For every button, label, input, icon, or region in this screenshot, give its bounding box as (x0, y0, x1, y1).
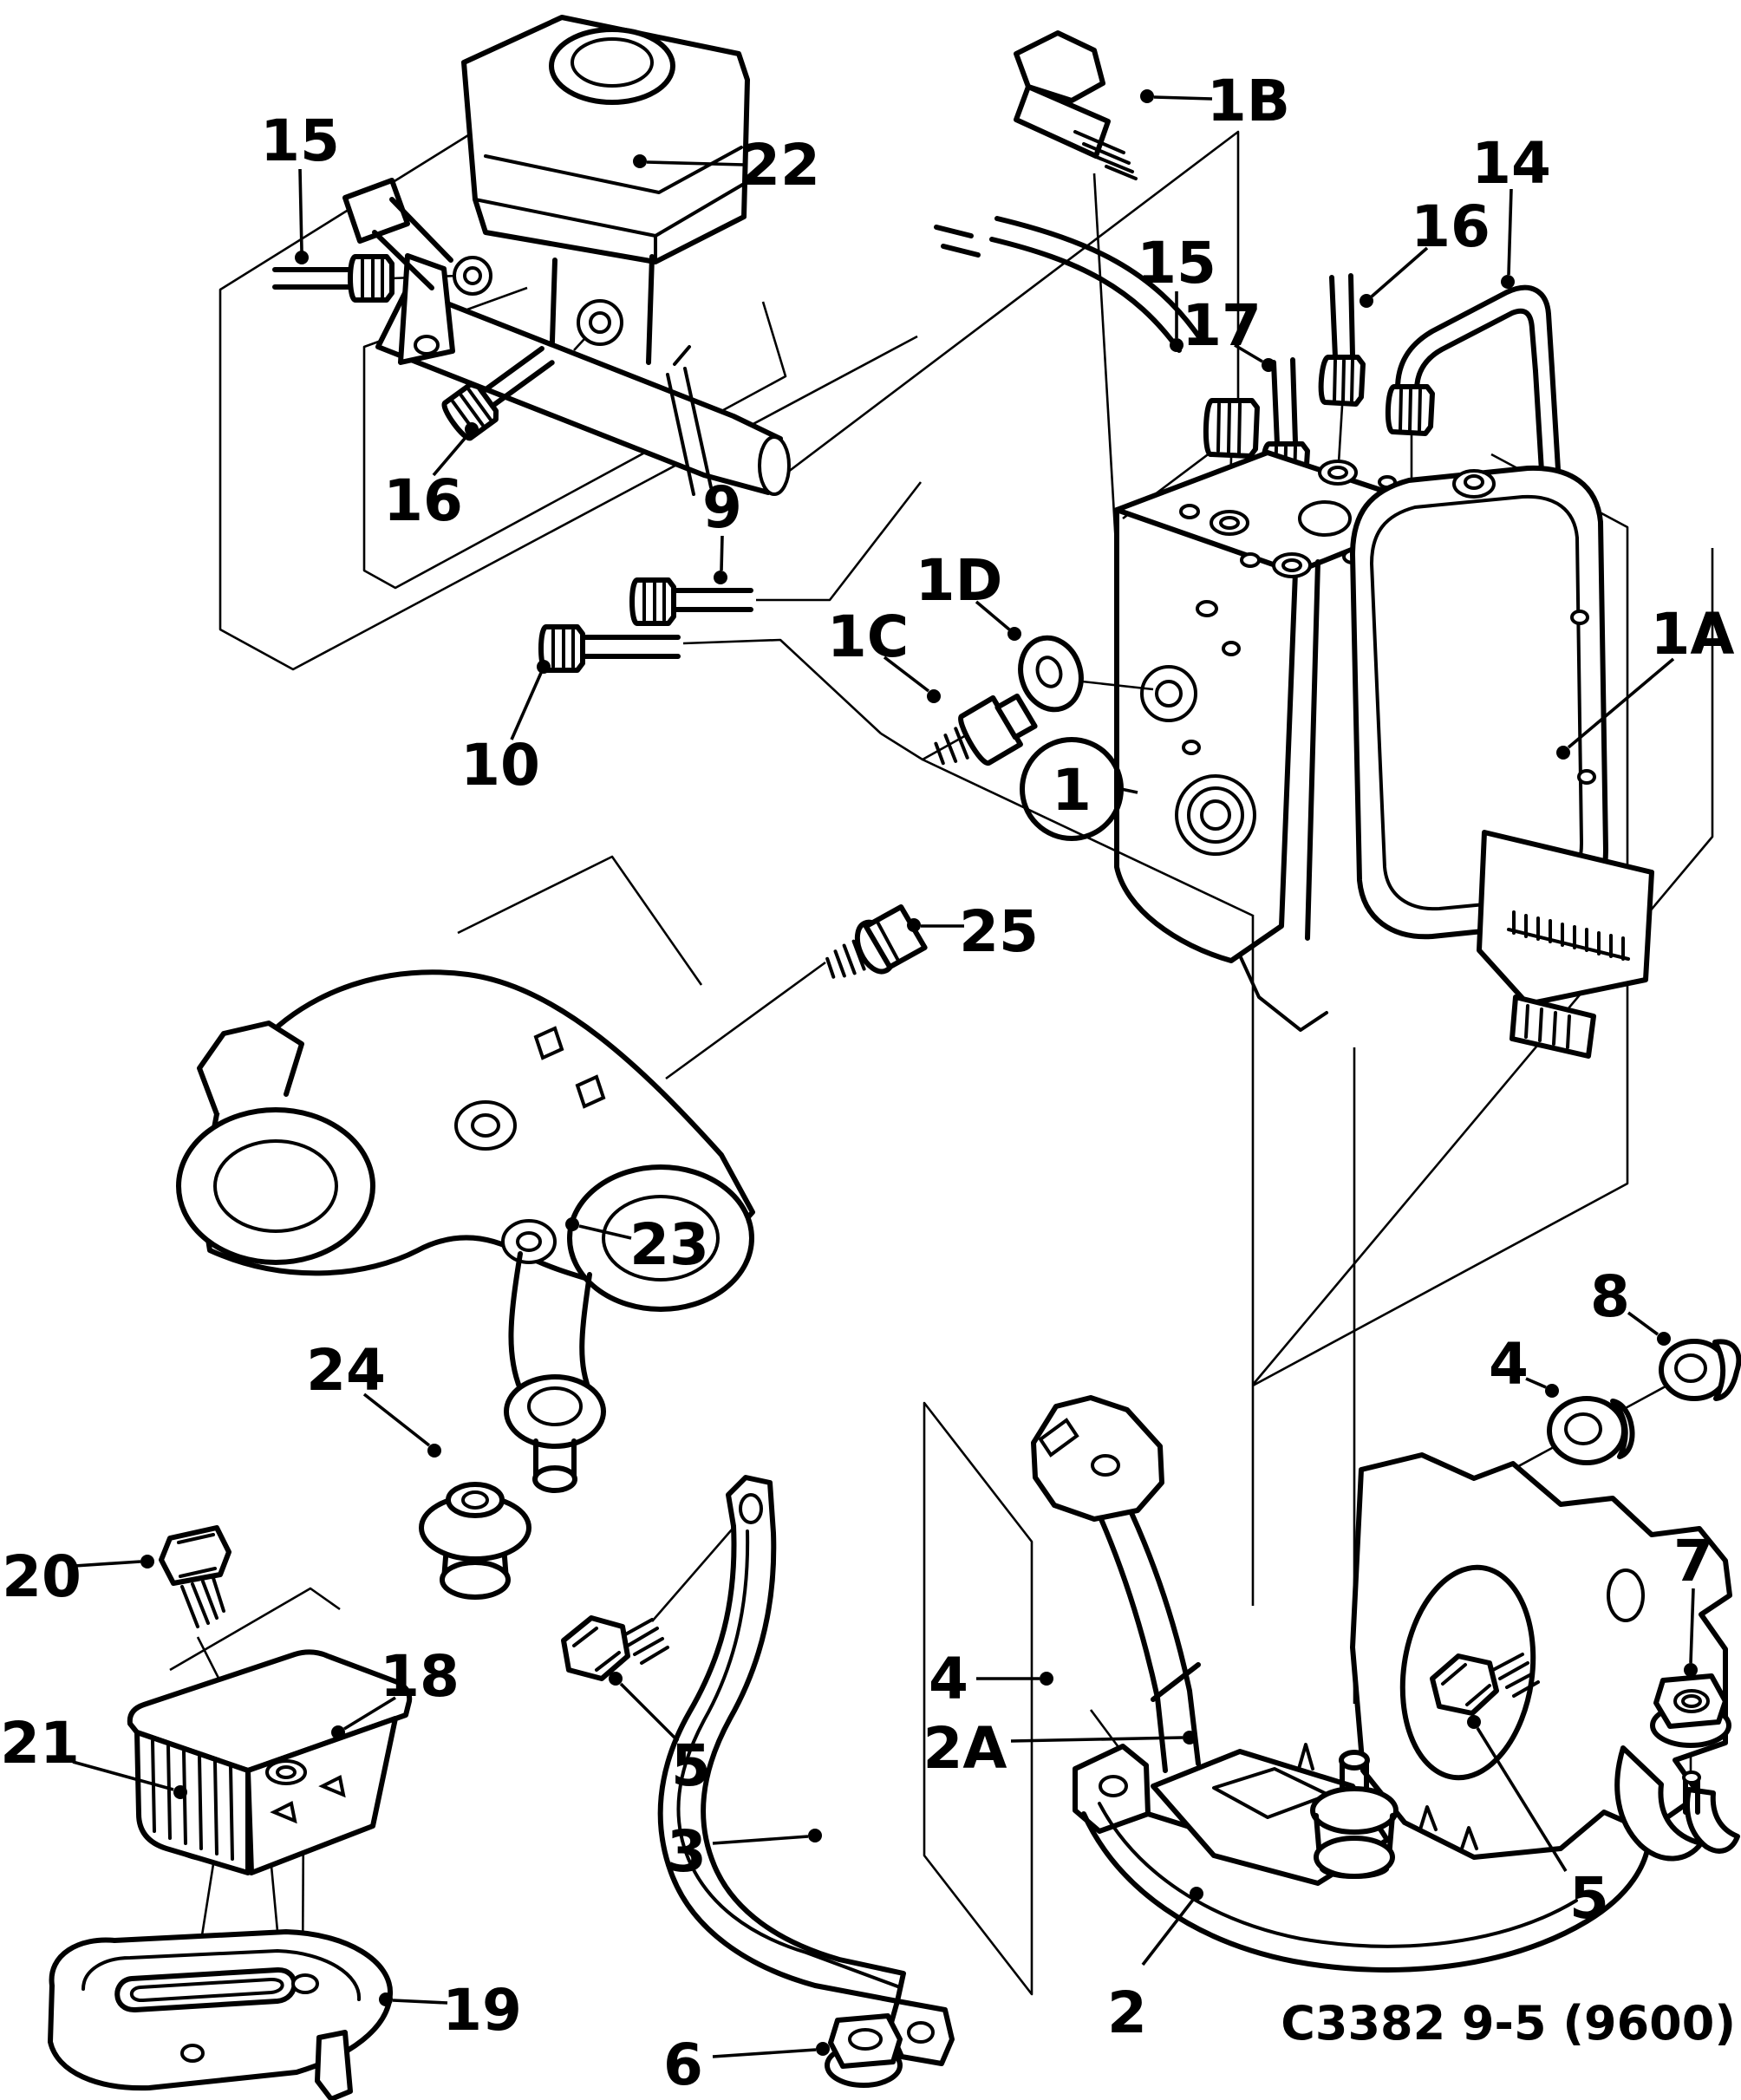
callout-label: 16 (383, 467, 463, 534)
callout-label: 15 (1137, 230, 1216, 297)
figure-caption: C3382 9-5 (9600) (1281, 1996, 1736, 2051)
callout-19: 19 (379, 1977, 522, 2044)
callout-10: 10 (460, 660, 551, 799)
callout-1-circled: 1 (1020, 737, 1138, 841)
callout-label: 8 (1590, 1263, 1630, 1330)
master-cylinder (342, 15, 791, 496)
callout-20: 20 (2, 1543, 154, 1610)
callout-label: 3 (667, 1818, 707, 1885)
callout-label: 22 (740, 132, 820, 199)
callout-label: 4 (1489, 1331, 1529, 1398)
nut-6 (825, 2013, 903, 2088)
callout-label: 19 (442, 1977, 522, 2044)
callout-4-bracket: 4 (929, 1646, 1053, 1712)
callout-24: 24 (306, 1337, 441, 1458)
bracket-23 (176, 969, 755, 1493)
screw-1c (934, 693, 1038, 766)
callout-label: 6 (663, 2032, 703, 2098)
callout-label: 20 (2, 1543, 82, 1610)
callout-label: 18 (380, 1643, 460, 1710)
pipe-fitting-16-master (441, 346, 555, 441)
callout-label: 23 (629, 1211, 709, 1278)
callout-label: 17 (1182, 292, 1262, 359)
callout-18: 18 (331, 1643, 460, 1739)
callout-label: 10 (460, 732, 540, 799)
callout-15-abs: 15 (1137, 230, 1216, 352)
callout-1b: 1B (1140, 68, 1290, 134)
callout-21: 21 (0, 1710, 187, 1799)
callout-6: 6 (663, 2032, 830, 2098)
callout-4-grommet: 4 (1489, 1331, 1559, 1398)
callout-3: 3 (667, 1818, 822, 1885)
callout-5-strap: 5 (609, 1672, 711, 1799)
callout-8: 8 (1590, 1263, 1671, 1346)
rubber-mount (1310, 1750, 1399, 1879)
abs-hydraulic-unit (1050, 450, 1449, 1032)
bolt-5-strap (561, 1615, 669, 1681)
bracket-2a (1031, 1395, 1201, 1773)
callout-label: 4 (929, 1646, 968, 1712)
bolt-20 (159, 1525, 231, 1628)
bolt-25 (825, 904, 928, 979)
bracket-2 (1073, 1452, 1740, 1973)
callout-label: 2A (923, 1715, 1007, 1782)
grommet-4 (1547, 1396, 1635, 1465)
grommet-24 (419, 1482, 531, 1600)
grommet-8 (1659, 1339, 1741, 1401)
callout-label: 1D (916, 547, 1003, 614)
bolt-5-panel (1430, 1653, 1540, 1716)
callout-2a: 2A (923, 1715, 1197, 1782)
pressure-sensor-1b (1014, 30, 1138, 180)
callout-label: 9 (702, 474, 742, 541)
callout-label: 16 (1411, 193, 1490, 260)
washer-1d (1018, 635, 1084, 713)
callouts: 15 22 16 9 10 1B 15 17 (0, 68, 1734, 2098)
callout-label: 1B (1207, 68, 1290, 134)
nut-7 (1650, 1673, 1731, 1748)
callout-25: 25 (907, 898, 1039, 965)
callout-label: 24 (306, 1337, 386, 1404)
callout-16-abs: 16 (1360, 193, 1490, 308)
callout-7: 7 (1673, 1528, 1713, 1677)
callout-label: 5 (671, 1732, 711, 1799)
callout-16-master: 16 (383, 422, 479, 534)
callout-2: 2 (1107, 1887, 1203, 2046)
callout-label: 1 (1052, 757, 1092, 824)
callout-1d: 1D (916, 547, 1021, 641)
callout-22: 22 (633, 132, 820, 199)
callout-label: 15 (260, 108, 340, 174)
pipe-fitting-10 (538, 624, 681, 673)
callout-17: 17 (1182, 292, 1275, 372)
abs-control-module-1a (1350, 465, 1654, 1059)
callout-5-panel: 5 (1467, 1715, 1609, 1932)
callout-label: 7 (1673, 1528, 1713, 1595)
callout-14: 14 (1471, 130, 1551, 289)
callout-15-master: 15 (260, 108, 340, 264)
plate-19 (48, 1929, 394, 2100)
callout-label: 1A (1650, 601, 1734, 668)
brake-pipe-16-abs (1318, 273, 1366, 464)
sensor-module-18 (127, 1649, 413, 1875)
brake-pipe-15-abs (934, 216, 1260, 514)
callout-label: 2 (1107, 1979, 1147, 2046)
callout-label: 25 (959, 898, 1039, 965)
callout-label: 14 (1471, 130, 1551, 197)
callout-9: 9 (702, 474, 742, 584)
pipe-fitting-15-master (272, 254, 394, 303)
callout-label: 5 (1569, 1865, 1609, 1932)
callout-label: 1C (827, 603, 909, 670)
callout-23: 23 (565, 1211, 709, 1278)
callout-label: 21 (0, 1710, 80, 1777)
callout-1c: 1C (827, 603, 941, 703)
pipe-fitting-9 (629, 577, 753, 626)
strap-3 (657, 1475, 955, 2066)
callout-1a: 1A (1556, 601, 1735, 760)
